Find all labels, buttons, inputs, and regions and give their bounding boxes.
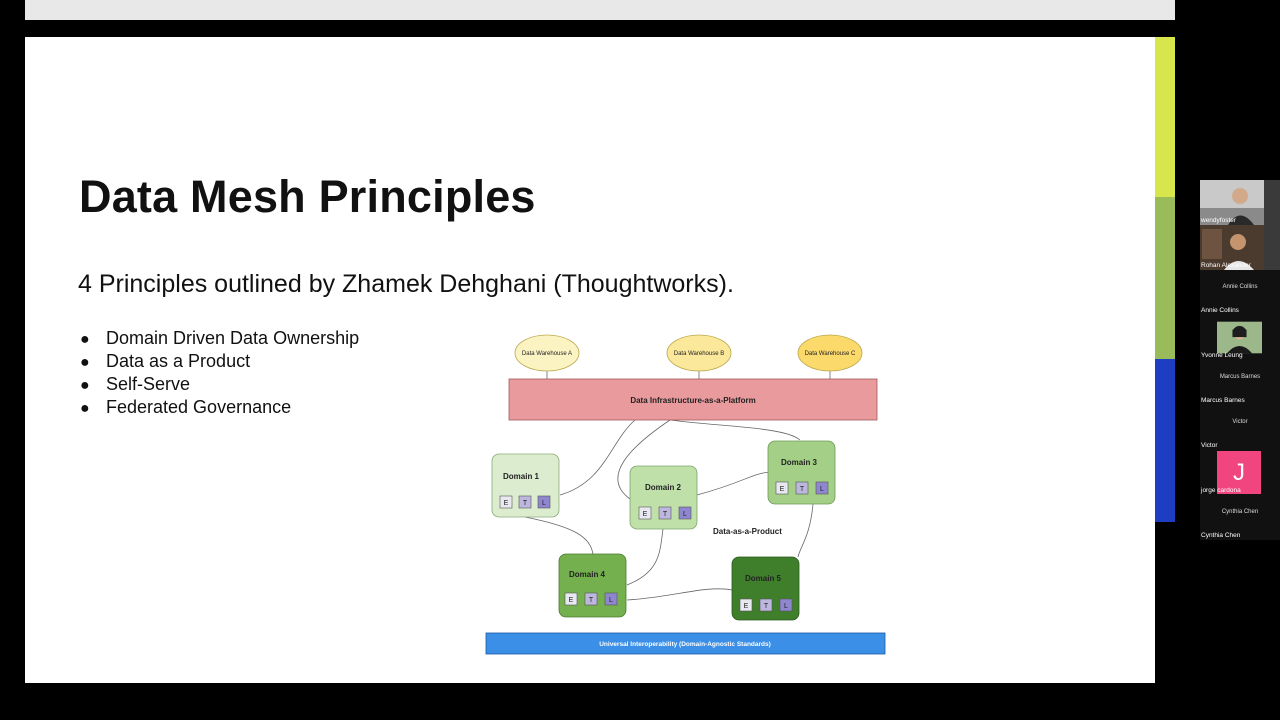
platform-bar: Data Infrastructure-as-a-Platform [508, 378, 878, 421]
participant-tile[interactable]: Marcus Barnes Marcus Barnes [1200, 360, 1280, 405]
participant-name: Marcus Barnes [1201, 397, 1245, 404]
participant-tile[interactable]: Cynthia Chen Cynthia Chen [1200, 495, 1280, 540]
domain-4-node: Domain 4 E T L [558, 553, 627, 618]
svg-text:Universal Interoperability (Do: Universal Interoperability (Domain-Agnos… [599, 641, 771, 648]
participant-name: Victor [1201, 442, 1218, 449]
svg-text:Data Infrastructure-as-a-Platf: Data Infrastructure-as-a-Platform [630, 396, 755, 405]
data-mesh-diagram: Data Warehouse A Data Warehouse B Data W… [485, 334, 886, 655]
slide-subtitle: 4 Principles outlined by Zhamek Dehghani… [78, 270, 734, 298]
participant-video [1217, 321, 1262, 354]
list-item: ●Domain Driven Data Ownership [80, 327, 359, 350]
participant-placeholder-name: Annie Collins [1222, 284, 1258, 290]
svg-text:Domain 3: Domain 3 [781, 458, 818, 467]
connector-lines [524, 371, 831, 601]
svg-text:T: T [764, 603, 769, 610]
principles-list: ●Domain Driven Data Ownership ●Data as a… [80, 327, 359, 419]
presentation-slide: Data Mesh Principles 4 Principles outlin… [25, 37, 1155, 683]
svg-text:T: T [800, 486, 805, 493]
participant-name: Cynthia Chen [1201, 532, 1241, 539]
interoperability-bar: Universal Interoperability (Domain-Agnos… [485, 632, 886, 655]
domain-5-node: Domain 5 E T L [731, 556, 800, 621]
participant-tile[interactable]: J jorge cardona [1200, 450, 1280, 495]
participant-tile[interactable]: Victor Victor [1200, 405, 1280, 450]
svg-text:L: L [609, 597, 613, 604]
bullet-icon: ● [80, 354, 90, 371]
bullet-icon: ● [80, 331, 90, 348]
domain-3-node: Domain 3 E T L [767, 440, 836, 505]
warehouse-b: Data Warehouse B [666, 334, 732, 372]
list-item: ●Data as a Product [80, 350, 359, 373]
svg-text:T: T [589, 597, 594, 604]
participant-video [1200, 225, 1264, 270]
svg-text:Domain 4: Domain 4 [569, 570, 606, 579]
participant-tile[interactable]: wendyfoster [1200, 180, 1280, 225]
participant-video [1200, 180, 1264, 225]
participant-placeholder-name: Marcus Barnes [1219, 374, 1261, 380]
participant-tile[interactable]: Yvonne Leung [1200, 315, 1280, 360]
svg-text:E: E [569, 597, 574, 604]
slide-accent-green [1155, 197, 1175, 359]
slide-title: Data Mesh Principles [79, 171, 536, 222]
svg-text:Domain 1: Domain 1 [503, 472, 540, 481]
svg-text:E: E [744, 603, 749, 610]
svg-text:E: E [780, 486, 785, 493]
domain-2-node: Domain 2 E T L [629, 465, 698, 530]
svg-text:Data Warehouse C: Data Warehouse C [805, 351, 856, 357]
svg-text:Data Warehouse B: Data Warehouse B [674, 351, 724, 357]
svg-text:Domain 5: Domain 5 [745, 574, 782, 583]
list-item: ●Self-Serve [80, 373, 359, 396]
participant-placeholder-name: Victor [1232, 419, 1248, 425]
participant-name: wendyfoster [1201, 217, 1237, 224]
svg-text:L: L [784, 603, 788, 610]
participant-tile[interactable]: Annie Collins Annie Collins [1200, 270, 1280, 315]
svg-text:E: E [504, 500, 509, 507]
participant-name: Annie Collins [1201, 307, 1239, 314]
svg-text:E: E [643, 511, 648, 518]
bullet-icon: ● [80, 377, 90, 394]
slide-accent-blue [1155, 359, 1175, 522]
participant-name: Rohan Alexander [1201, 262, 1251, 269]
bullet-icon: ● [80, 400, 90, 417]
product-label: Data-as-a-Product [713, 527, 782, 536]
participant-placeholder-name: Cynthia Chen [1221, 509, 1259, 515]
svg-text:L: L [820, 486, 824, 493]
svg-text:T: T [663, 511, 668, 518]
list-item: ●Federated Governance [80, 396, 359, 419]
svg-text:Data Warehouse A: Data Warehouse A [522, 351, 572, 357]
svg-text:L: L [542, 500, 546, 507]
svg-text:T: T [523, 500, 528, 507]
participant-name: Yvonne Leung [1201, 352, 1243, 359]
slide-accent-yellow [1155, 37, 1175, 197]
svg-text:Domain 2: Domain 2 [645, 483, 682, 492]
participant-tile[interactable]: Rohan Alexander [1200, 225, 1280, 270]
participant-name: jorge cardona [1201, 487, 1241, 494]
warehouse-a: Data Warehouse A [514, 334, 580, 372]
svg-text:L: L [683, 511, 687, 518]
top-window-strip [25, 0, 1175, 20]
participant-avatar: J [1217, 451, 1261, 494]
warehouse-c: Data Warehouse C [797, 334, 863, 372]
domain-1-node: Domain 1 E T L [491, 453, 560, 518]
participant-gallery: wendyfoster Rohan Alexander Annie Collin… [1200, 180, 1280, 540]
